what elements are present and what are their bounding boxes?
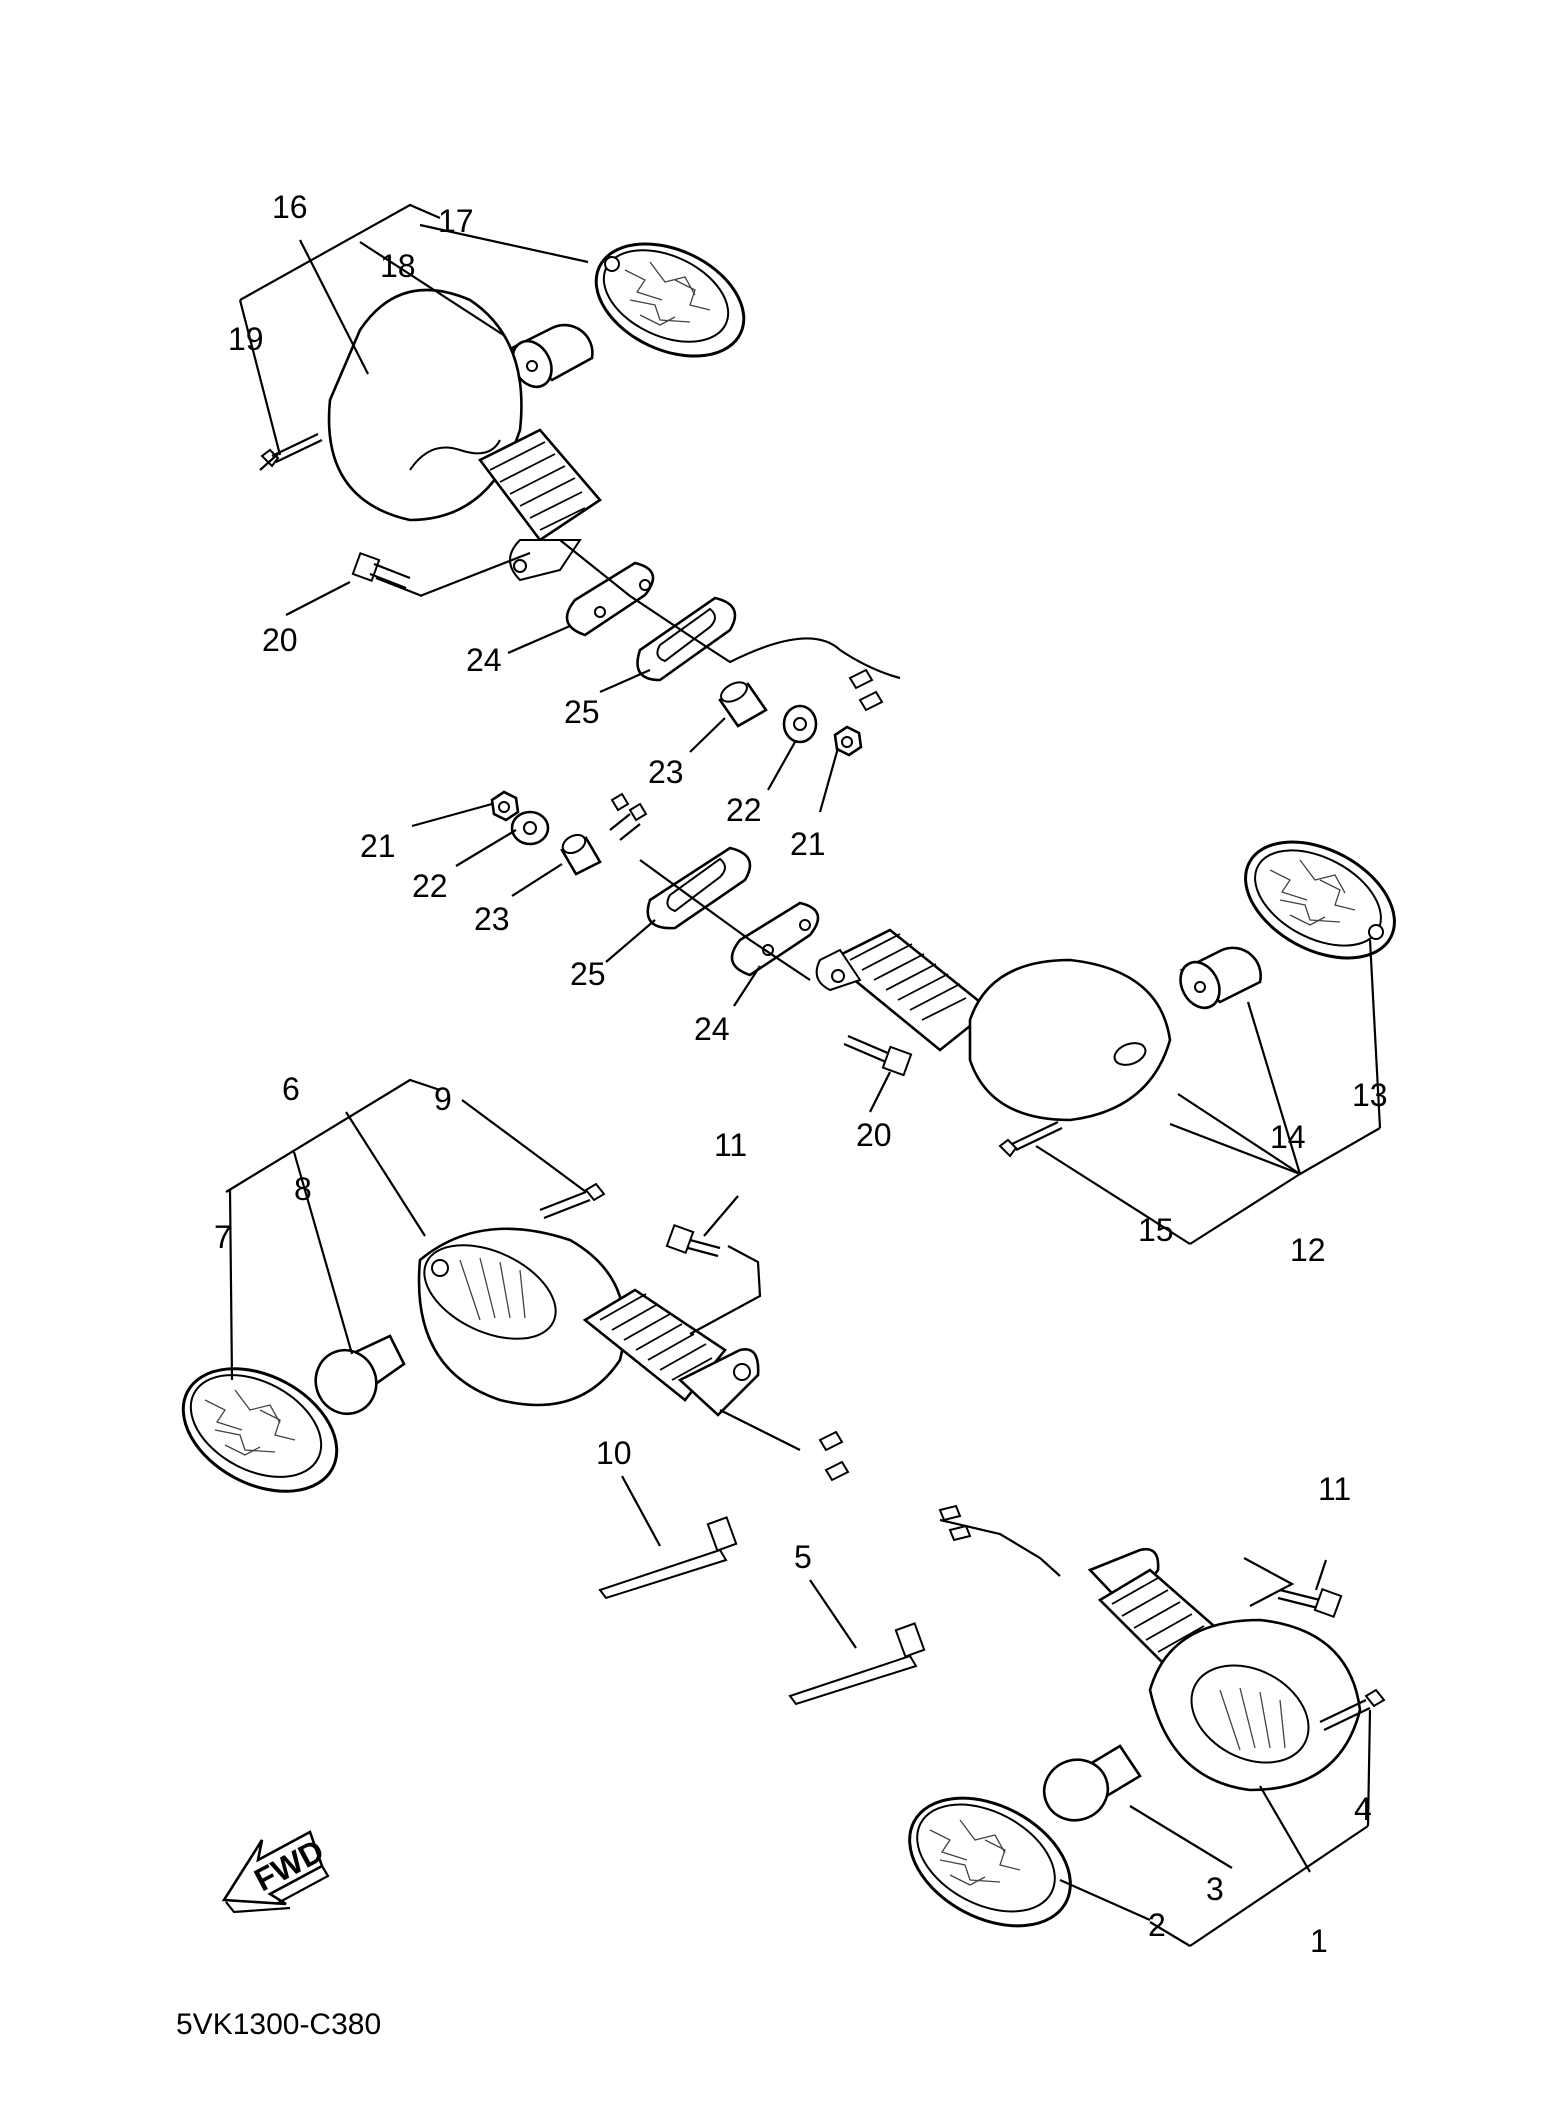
callout-16: 16 — [272, 189, 308, 225]
lens-2 — [908, 1796, 1072, 1928]
cable-tie-5 — [788, 1622, 926, 1706]
callout-labels: 16 17 18 19 20 24 25 23 22 21 21 22 23 2… — [214, 189, 1388, 1959]
collar-23-top — [718, 681, 768, 728]
callout-6: 6 — [282, 1071, 300, 1107]
bolt-20-mid — [843, 1034, 913, 1077]
callout-8: 8 — [294, 1171, 312, 1207]
plate-24-top — [565, 561, 655, 637]
bulb-3 — [1042, 1744, 1142, 1822]
callout-9: 9 — [434, 1081, 452, 1117]
callout-24-top: 24 — [466, 642, 502, 678]
callout-20-top: 20 — [262, 622, 298, 658]
washer-22-top — [782, 704, 818, 744]
callout-11-right: 11 — [1318, 1471, 1351, 1507]
lens-17 — [594, 242, 746, 358]
bulb-8 — [314, 1334, 406, 1416]
callout-20-mid: 20 — [856, 1117, 892, 1153]
callout-22-top: 22 — [726, 792, 762, 828]
callout-25-top: 25 — [564, 694, 600, 730]
callout-21-mid: 21 — [360, 828, 396, 864]
callout-1: 1 — [1310, 1923, 1328, 1959]
callout-13: 13 — [1352, 1077, 1388, 1113]
housing-12 — [815, 928, 1172, 1122]
callout-11-left: 11 — [714, 1127, 747, 1163]
plate-24-mid — [730, 901, 820, 977]
grommet-25-mid — [646, 846, 752, 930]
bolt-11-right — [1277, 1587, 1343, 1619]
cable-tie-10 — [598, 1516, 738, 1600]
callout-23-top: 23 — [648, 754, 684, 790]
callout-2: 2 — [1148, 1907, 1166, 1943]
callout-15: 15 — [1138, 1212, 1174, 1248]
callout-25-mid: 25 — [570, 956, 606, 992]
bolt-20-top — [351, 551, 411, 590]
callout-24-mid: 24 — [694, 1011, 730, 1047]
assembly-front-left — [181, 1182, 850, 1493]
fwd-arrow: FWD — [221, 1830, 330, 1914]
assembly-middle-right — [490, 790, 1396, 1158]
nut-21-top — [833, 725, 863, 757]
callout-22-mid: 22 — [412, 868, 448, 904]
leader-lines — [225, 203, 1382, 1947]
callout-10: 10 — [596, 1435, 632, 1471]
bulb-14 — [1179, 946, 1262, 1010]
nut-21-mid — [490, 790, 520, 822]
screw-9 — [539, 1182, 606, 1220]
assembly-front-right — [908, 1504, 1386, 1928]
housing-16 — [327, 288, 602, 582]
bolt-11-left — [665, 1223, 721, 1258]
collar-23-mid — [560, 833, 602, 876]
callout-14: 14 — [1270, 1119, 1306, 1155]
callout-4: 4 — [1354, 1791, 1372, 1827]
callout-21-top: 21 — [790, 826, 826, 862]
assembly-top-left — [260, 242, 901, 757]
callout-19: 19 — [228, 321, 264, 357]
callout-18: 18 — [380, 248, 416, 284]
callout-12: 12 — [1290, 1232, 1326, 1268]
grommet-25-top — [636, 596, 737, 682]
screw-4 — [1319, 1688, 1386, 1731]
screw-15 — [998, 1121, 1063, 1158]
lens-13 — [1244, 840, 1396, 960]
lens-7 — [181, 1367, 339, 1493]
callout-23-mid: 23 — [474, 901, 510, 937]
washer-22-mid — [510, 810, 550, 846]
diagram-code: 5VK1300-C380 — [176, 2008, 381, 2041]
callout-5: 5 — [794, 1539, 812, 1575]
callout-3: 3 — [1206, 1871, 1224, 1907]
housing-1 — [1087, 1547, 1362, 1792]
callout-17: 17 — [438, 203, 474, 239]
callout-7: 7 — [214, 1219, 232, 1255]
housing-6 — [417, 1227, 760, 1417]
